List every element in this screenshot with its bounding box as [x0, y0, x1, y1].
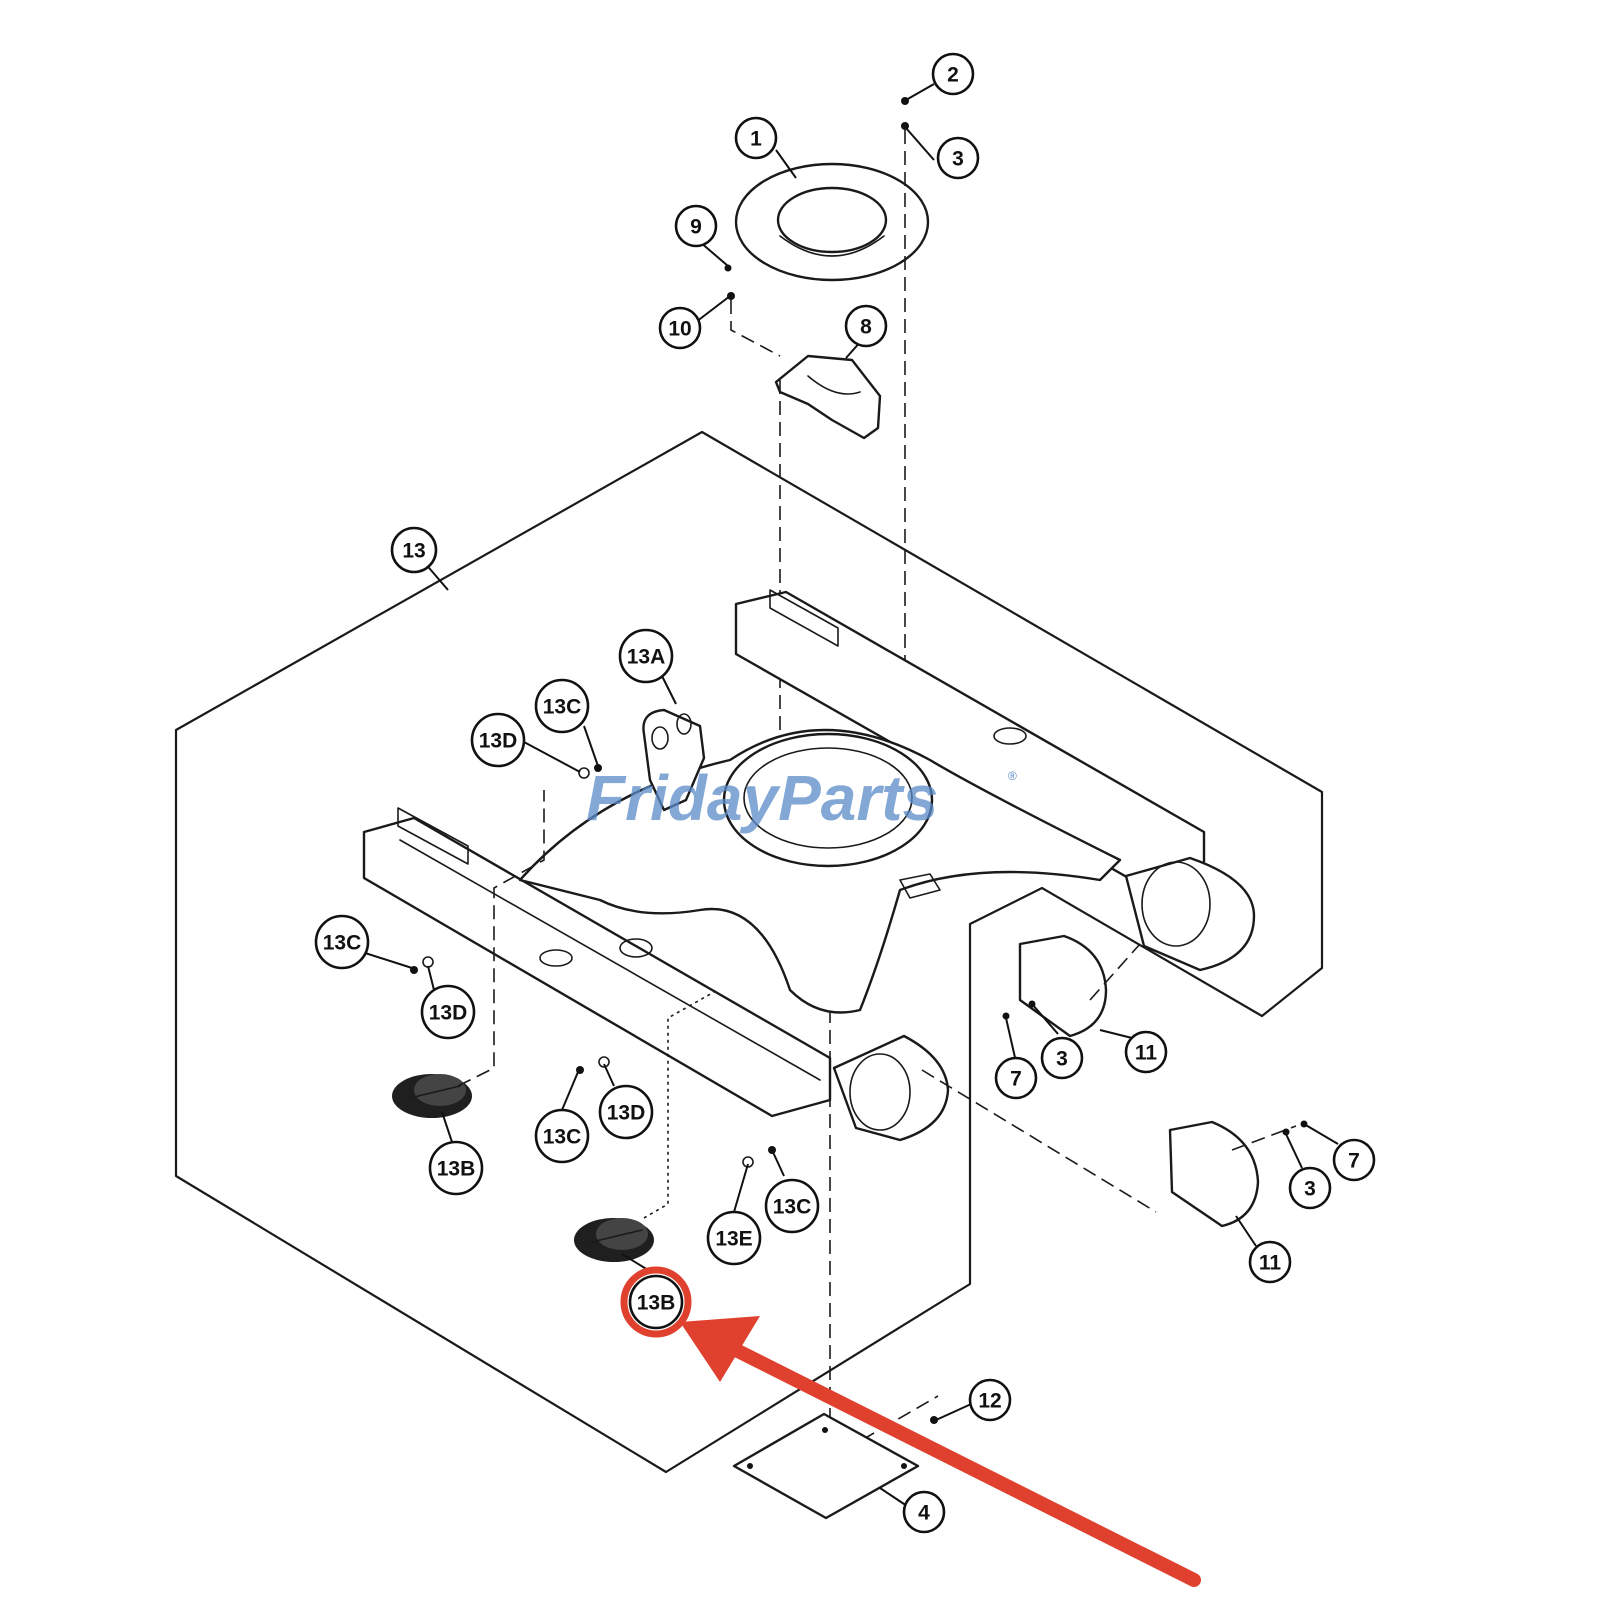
callout-13d-1: 13D: [470, 712, 526, 768]
callout-3-b: 3: [1040, 1036, 1084, 1080]
callout-7-a: 7: [994, 1056, 1038, 1100]
svg-text:13B: 13B: [637, 1292, 676, 1315]
assembly-13-outline: [174, 430, 1324, 1474]
carrier-roller-left: [392, 1074, 472, 1118]
callout-9: 9: [674, 204, 718, 248]
highlight-circle: [620, 1266, 692, 1338]
cover-plate: [774, 354, 882, 440]
callout-12: 12: [968, 1378, 1012, 1422]
svg-text:2: 2: [947, 64, 959, 87]
svg-text:12: 12: [978, 1390, 1001, 1413]
callout-13c-1: 13C: [534, 678, 590, 734]
svg-text:3: 3: [1056, 1048, 1068, 1071]
callout-13c-2: 13C: [314, 914, 370, 970]
carrier-roller-right: [574, 1218, 654, 1262]
callout-11-b: 11: [1248, 1240, 1292, 1284]
svg-text:13: 13: [402, 540, 425, 563]
callout-13b-2: 13B: [628, 1274, 684, 1330]
bolt-12: [930, 1416, 938, 1424]
side-cover-lower: [1168, 1120, 1260, 1228]
callout-13c-3: 13C: [534, 1108, 590, 1164]
callout-11-a: 11: [1124, 1030, 1168, 1074]
callout-13e: 13E: [706, 1210, 762, 1266]
ring-plate: [734, 162, 930, 282]
callout-13b-1: 13B: [428, 1140, 484, 1196]
svg-text:13C: 13C: [323, 932, 362, 955]
svg-text:13A: 13A: [627, 646, 666, 669]
svg-text:13C: 13C: [543, 1126, 582, 1149]
callout-10: 10: [658, 306, 702, 350]
svg-text:13C: 13C: [543, 696, 582, 719]
highlight-arrowhead: [680, 1316, 760, 1382]
highlight-annotation: [620, 1266, 1201, 1587]
svg-text:13C: 13C: [773, 1196, 812, 1219]
svg-text:11: 11: [1135, 1042, 1158, 1065]
callout-13: 13: [390, 526, 438, 574]
svg-text:4: 4: [918, 1502, 930, 1525]
svg-text:9: 9: [690, 216, 702, 239]
svg-text:13D: 13D: [429, 1002, 468, 1025]
callout-8: 8: [844, 304, 888, 348]
svg-text:8: 8: [860, 316, 872, 339]
svg-text:13D: 13D: [607, 1102, 646, 1125]
callout-13d-3: 13D: [598, 1084, 654, 1140]
callout-13d-2: 13D: [420, 984, 476, 1040]
callout-3-c: 3: [1288, 1166, 1332, 1210]
watermark-text: FridayParts: [586, 762, 938, 834]
callout-4: 4: [902, 1490, 946, 1534]
watermark: FridayParts ®: [586, 762, 1017, 834]
svg-text:7: 7: [1010, 1068, 1022, 1091]
svg-text:3: 3: [952, 148, 964, 171]
callout-1: 1: [734, 116, 778, 160]
svg-text:10: 10: [668, 318, 691, 341]
bottom-plate: [732, 1412, 920, 1520]
watermark-registered: ®: [1008, 769, 1017, 783]
callout-3: 3: [936, 136, 980, 180]
svg-text:3: 3: [1304, 1178, 1316, 1201]
callout-13a: 13A: [618, 628, 674, 684]
callout-7-b: 7: [1332, 1138, 1376, 1182]
svg-text:13D: 13D: [479, 730, 518, 753]
side-cover-upper: [1018, 934, 1108, 1038]
highlight-arrow: [709, 1333, 1201, 1587]
center-axis-dashed: [730, 300, 781, 357]
track-frame: [362, 589, 1256, 1142]
callout-13c-4: 13C: [764, 1178, 820, 1234]
svg-text:11: 11: [1259, 1252, 1282, 1275]
svg-text:7: 7: [1348, 1150, 1360, 1173]
callout-2: 2: [931, 52, 975, 96]
svg-text:13E: 13E: [715, 1228, 752, 1251]
svg-text:1: 1: [750, 128, 762, 151]
svg-text:13B: 13B: [437, 1158, 476, 1181]
